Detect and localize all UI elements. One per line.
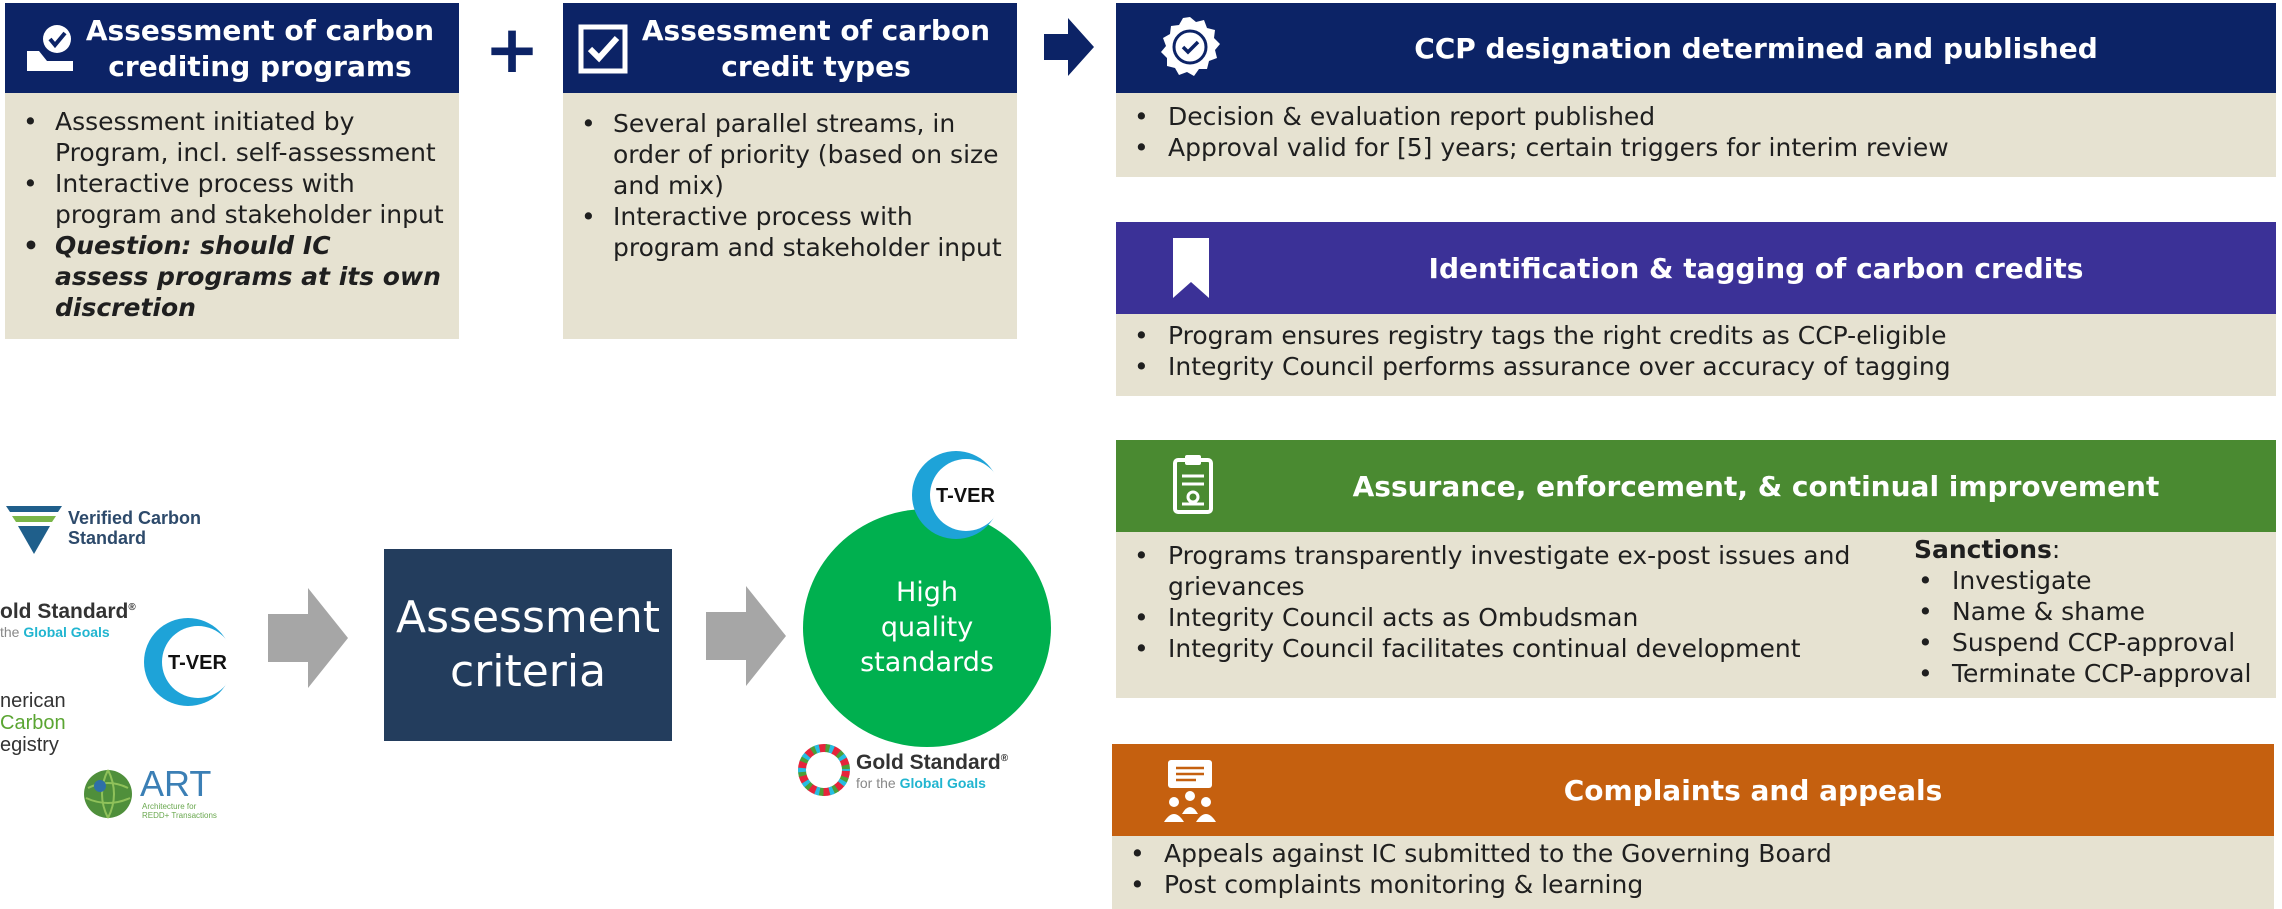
programs-title-line2: crediting programs: [108, 50, 412, 83]
ccp-header: CCP designation determined and published: [1116, 3, 2276, 93]
complaints-bullet: Post complaints monitoring & learning: [1112, 869, 2274, 900]
ccp-bullet: Approval valid for [5] years; certain tr…: [1116, 132, 2276, 163]
hq-line3: standards: [860, 647, 994, 678]
tagging-body: Program ensures registry tags the right …: [1116, 314, 2276, 396]
clipboard-icon: [1173, 455, 1213, 514]
gold-left-line2: Global Goals: [23, 624, 110, 640]
high-quality-circle: High quality standards: [803, 509, 1051, 747]
ccp-title: CCP designation determined and published: [1414, 31, 2098, 65]
tver-logo-left: T-VER: [136, 614, 236, 714]
hq-line2: quality: [880, 612, 974, 643]
tagging-bullet: Program ensures registry tags the right …: [1116, 320, 2276, 351]
art-main: ART: [140, 763, 212, 804]
acr-line2: Carbon: [0, 712, 66, 734]
assurance-body: Programs transparently investigate ex-po…: [1116, 532, 2276, 698]
sanction-item: Investigate: [1900, 565, 2270, 596]
checkbox-icon: [578, 24, 628, 74]
complaints-bullet: Appeals against IC submitted to the Gove…: [1112, 838, 2274, 869]
assurance-bullet: Integrity Council acts as Ombudsman: [1116, 602, 1856, 633]
ccp-body: Decision & evaluation report published A…: [1116, 93, 2276, 177]
gray-arrow-icon: [706, 586, 786, 686]
gray-arrow-icon: [268, 588, 348, 688]
gold-standard-logo-left: old Standard® the Global Goals: [0, 600, 136, 641]
tagging-header: Identification & tagging of carbon credi…: [1116, 222, 2276, 314]
ccp-bullet: Decision & evaluation report published: [1116, 101, 2276, 132]
globe-icon: [84, 769, 132, 819]
criteria-line1: Assessment: [396, 592, 660, 643]
sanctions-block: Sanctions: Investigate Name & shame Susp…: [1900, 534, 2270, 689]
vcs-logo: Verified Carbon Standard: [6, 504, 226, 556]
gold-standard-logo-right: Gold Standard® for the Global Goals: [798, 744, 1018, 800]
gold-left-line1: old Standard: [0, 600, 129, 623]
sdg-wheel-icon: [798, 744, 850, 796]
complaints-body: Appeals against IC submitted to the Gove…: [1112, 836, 2274, 909]
sanction-item: Suspend CCP-approval: [1900, 627, 2270, 658]
credit-types-title-line1: Assessment of carbon: [641, 14, 991, 47]
vcs-line1: Verified Carbon: [68, 508, 202, 528]
tagging-bullet: Integrity Council performs assurance ove…: [1116, 351, 2276, 382]
tver-logo-right: T-VER: [904, 447, 1004, 547]
programs-header: Assessment of carbon crediting programs: [5, 3, 459, 93]
assurance-bullet: Programs transparently investigate ex-po…: [1116, 540, 1856, 602]
navy-arrow-icon: [1044, 18, 1094, 76]
assurance-bullet: Integrity Council facilitates continual …: [1116, 633, 1856, 664]
criteria-line2: criteria: [449, 646, 607, 697]
tver-left-label: T-VER: [168, 652, 227, 674]
assurance-header: Assurance, enforcement, & continual impr…: [1116, 440, 2276, 532]
badge-check-icon: [1161, 17, 1220, 76]
gold-right-line1: Gold Standard: [856, 751, 1001, 774]
art-logo: ART Architecture for REDD+ Transactions: [82, 766, 232, 822]
sanction-item: Name & shame: [1900, 596, 2270, 627]
complaints-title: Complaints and appeals: [1563, 773, 1943, 807]
assurance-title: Assurance, enforcement, & continual impr…: [1352, 469, 2160, 503]
acr-logo: nerican Carbon egistry: [0, 690, 80, 756]
acr-line3: egistry: [0, 734, 59, 756]
vcs-chevron-icon: [6, 506, 62, 554]
plus-symbol: +: [484, 11, 540, 88]
credit-types-header: Assessment of carbon credit types: [563, 3, 1017, 93]
gold-right-line2: Global Goals: [899, 775, 986, 791]
tver-right-label: T-VER: [936, 485, 995, 507]
sanction-item: Terminate CCP-approval: [1900, 658, 2270, 689]
hq-line1: High: [895, 577, 959, 608]
credit-types-title-line2: credit types: [721, 50, 911, 83]
meeting-presentation-icon: [1164, 760, 1216, 822]
tagging-title: Identification & tagging of carbon credi…: [1428, 251, 2084, 285]
person-check-icon: [27, 25, 73, 71]
assessment-criteria-box: Assessment criteria: [384, 549, 672, 741]
complaints-header: Complaints and appeals: [1112, 744, 2274, 836]
bookmark-icon: [1173, 238, 1209, 298]
acr-line1: nerican: [0, 690, 66, 712]
vcs-line2: Standard: [68, 528, 147, 548]
programs-title-line1: Assessment of carbon: [85, 14, 435, 47]
sanctions-label: Sanctions: [1914, 535, 2052, 564]
